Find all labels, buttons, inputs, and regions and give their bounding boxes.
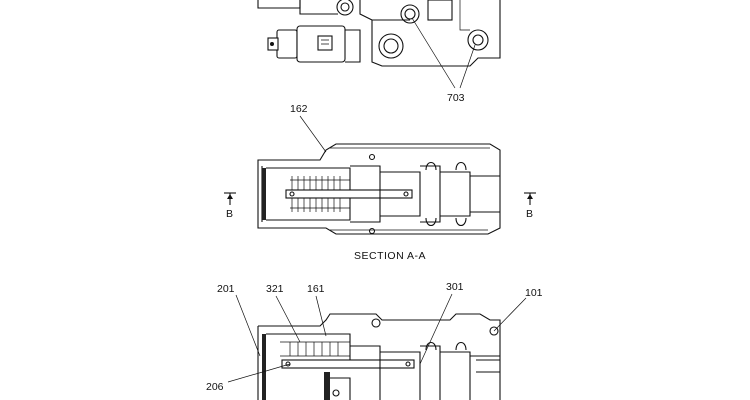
callout-206: 206 <box>206 381 224 393</box>
section-b-b: 201 321 161 301 101 206 <box>206 281 543 400</box>
callout-321: 321 <box>266 283 284 295</box>
top-view: 703 <box>257 0 501 104</box>
svg-text:B: B <box>526 208 533 220</box>
callout-301: 301 <box>446 281 464 293</box>
section-marker-right: B <box>524 192 536 220</box>
callout-101: 101 <box>525 287 543 299</box>
callout-703: 703 <box>447 92 465 104</box>
section-caption: SECTION A-A <box>354 250 426 262</box>
callout-201: 201 <box>217 283 235 295</box>
section-a-a: 162 B B SECTION A-A <box>224 103 536 262</box>
section-marker-left: B <box>224 192 236 220</box>
callout-161: 161 <box>307 283 325 295</box>
svg-text:B: B <box>226 208 233 220</box>
callout-162: 162 <box>290 103 308 115</box>
